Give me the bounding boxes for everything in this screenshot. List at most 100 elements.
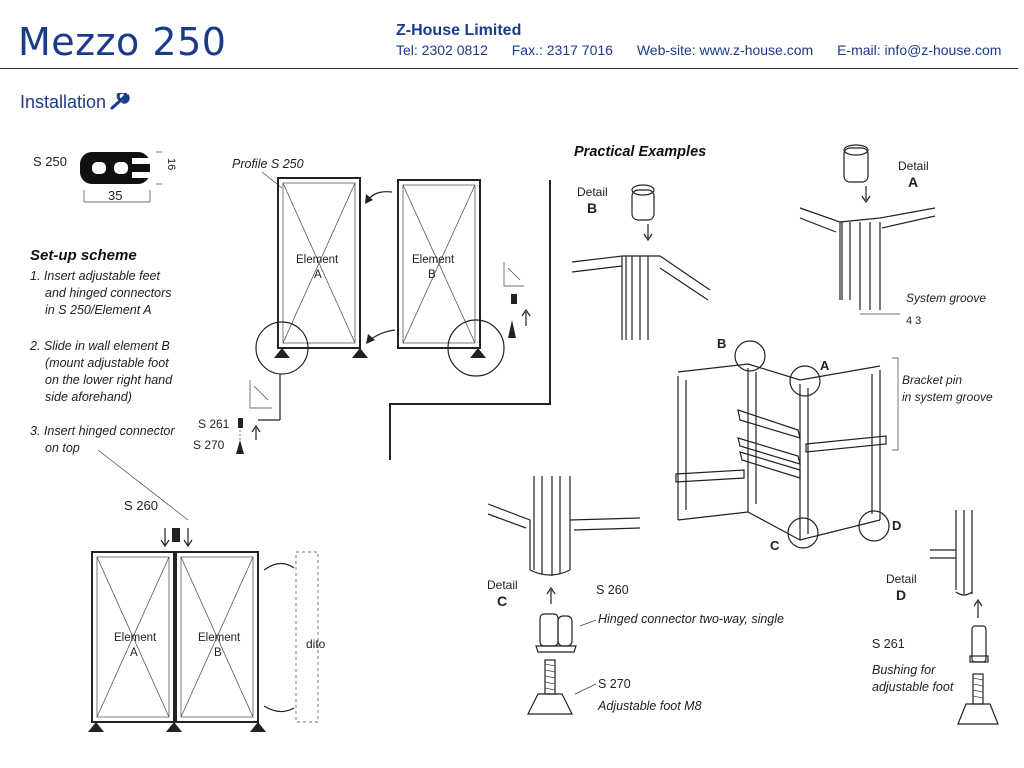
profile-cross-section	[80, 151, 162, 185]
detail-c-word: Detail	[487, 578, 518, 592]
setup-step1-line3: in S 250/Element A	[45, 303, 152, 317]
detail-circle-a-top	[255, 321, 309, 375]
profile-code: S 250	[33, 154, 67, 169]
element-b-bottom	[175, 551, 266, 732]
part-s260-bottom: S 260	[124, 498, 158, 513]
s260-description: Hinged connector two-way, single	[598, 612, 784, 626]
setup-step2-line3: on the lower right hand	[45, 373, 173, 387]
detail-b-letter: B	[587, 200, 597, 216]
profile-width-dimension	[83, 190, 151, 203]
s270-adjustable-foot	[527, 659, 573, 715]
setup-step2-line4: side aforehand)	[45, 390, 132, 404]
section-divider	[389, 180, 551, 460]
slide-arrow-top	[367, 191, 393, 201]
assembled-label-c: C	[770, 538, 780, 553]
setup-step1-line2: and hinged connectors	[45, 286, 171, 300]
detail-a-drawing	[799, 144, 936, 310]
detail-c-letter: C	[497, 593, 507, 609]
wrench-icon	[110, 90, 130, 110]
s261-description-line1: Bushing for	[872, 663, 936, 677]
detail-d-up-arrow	[973, 598, 983, 618]
tel: Tel: 2302 0812	[396, 42, 488, 58]
detail-b-word: Detail	[577, 185, 608, 199]
bracket-pin-line2: in system groove	[902, 390, 993, 404]
detail-c-up-arrow	[546, 586, 556, 604]
element-a-top	[274, 177, 368, 358]
assembled-display	[675, 363, 887, 541]
slide-arrow-bottom	[369, 329, 396, 341]
bushing-icon	[238, 418, 243, 428]
up-arrow-icon-b	[521, 308, 531, 326]
up-arrow-icon	[251, 424, 261, 440]
detail-d-letter: D	[896, 587, 906, 603]
contact-line: Tel: 2302 0812 Fax.: 2317 7016 Web-site:…	[396, 42, 1001, 58]
practical-title: Practical Examples	[574, 144, 706, 160]
detail-circle-b-top	[447, 319, 505, 377]
step3-leader	[97, 449, 189, 521]
element-a-top-letter: A	[314, 269, 322, 281]
setup-step3-line1: 3. Insert hinged connector	[30, 424, 175, 438]
element-b-bottom-letter: B	[214, 647, 222, 659]
assembled-label-d: D	[892, 518, 901, 533]
profile-height: 16	[165, 158, 177, 170]
s261-bushing	[969, 625, 989, 663]
assembled-circle-c	[787, 517, 819, 549]
s270-code: S 270	[598, 677, 631, 691]
dito-label: dito	[306, 637, 326, 651]
system-groove-label: System groove	[906, 291, 986, 305]
setup-step1-line1: 1. Insert adjustable feet	[30, 269, 160, 283]
dito-arrow-top	[263, 562, 295, 571]
element-b-top-letter: B	[428, 269, 436, 281]
element-a-bottom	[88, 551, 182, 732]
s261-code: S 261	[872, 637, 905, 651]
email-link[interactable]: E-mail: info@z-house.com	[837, 42, 1002, 58]
brand-title: Mezzo 250	[18, 20, 227, 64]
groove-dimension: 4 3	[906, 315, 921, 327]
element-b-top	[397, 179, 486, 358]
assembled-circle-d	[858, 510, 890, 542]
profile-label: Profile S 250	[232, 157, 304, 171]
corner-detail-a	[249, 380, 272, 409]
element-b-top-word: Element	[412, 254, 455, 266]
detail-a-letter: A	[908, 174, 918, 190]
element-a-bottom-word: Element	[114, 632, 157, 644]
assembled-label-a: A	[820, 358, 830, 373]
detail-d-word: Detail	[886, 572, 917, 586]
section-title-text: Installation	[20, 92, 107, 112]
s260-code: S 260	[596, 583, 629, 597]
foot-icon-b	[508, 320, 516, 338]
hinge-connector-icon	[172, 528, 180, 542]
fax: Fax.: 2317 7016	[511, 42, 613, 58]
part-s261-top: S 261	[198, 417, 230, 431]
part-s270-top: S 270	[193, 438, 225, 452]
section-title: Installation	[20, 90, 132, 113]
detail-b-drawing	[571, 184, 711, 340]
bracket-pin-bracket	[892, 357, 899, 451]
dito-arrow-bottom	[263, 705, 295, 713]
foot-icon-top	[236, 440, 244, 454]
element-a-top-word: Element	[296, 254, 339, 266]
detail-a-word: Detail	[898, 159, 929, 173]
s270-description: Adjustable foot M8	[597, 699, 702, 713]
setup-step2-line2: (mount adjustable foot	[45, 356, 169, 370]
s260-hinged-connector	[535, 613, 577, 653]
element-b-bottom-word: Element	[198, 632, 241, 644]
corner-detail-b	[503, 262, 524, 287]
bracket-pin-line1: Bracket pin	[902, 373, 962, 387]
setup-step2-line1: 2. Slide in wall element B	[29, 339, 170, 353]
profile-width: 35	[108, 188, 122, 203]
detail-d-drawing	[930, 510, 973, 596]
element-a-bottom-letter: A	[130, 647, 138, 659]
company-name: Z-House Limited	[396, 22, 522, 39]
s270-adjustable-foot-d	[957, 673, 999, 725]
website-link[interactable]: Web-site: www.z-house.com	[636, 42, 814, 58]
setup-step3-line2: on top	[45, 441, 80, 455]
assembled-circle-b	[734, 340, 766, 372]
setup-title: Set-up scheme	[30, 247, 137, 264]
assembled-label-b: B	[717, 336, 726, 351]
header-divider	[0, 68, 1018, 69]
bushing-icon-b	[511, 294, 517, 304]
assembled-circle-a	[789, 365, 821, 397]
s261-description-line2: adjustable foot	[872, 680, 954, 694]
